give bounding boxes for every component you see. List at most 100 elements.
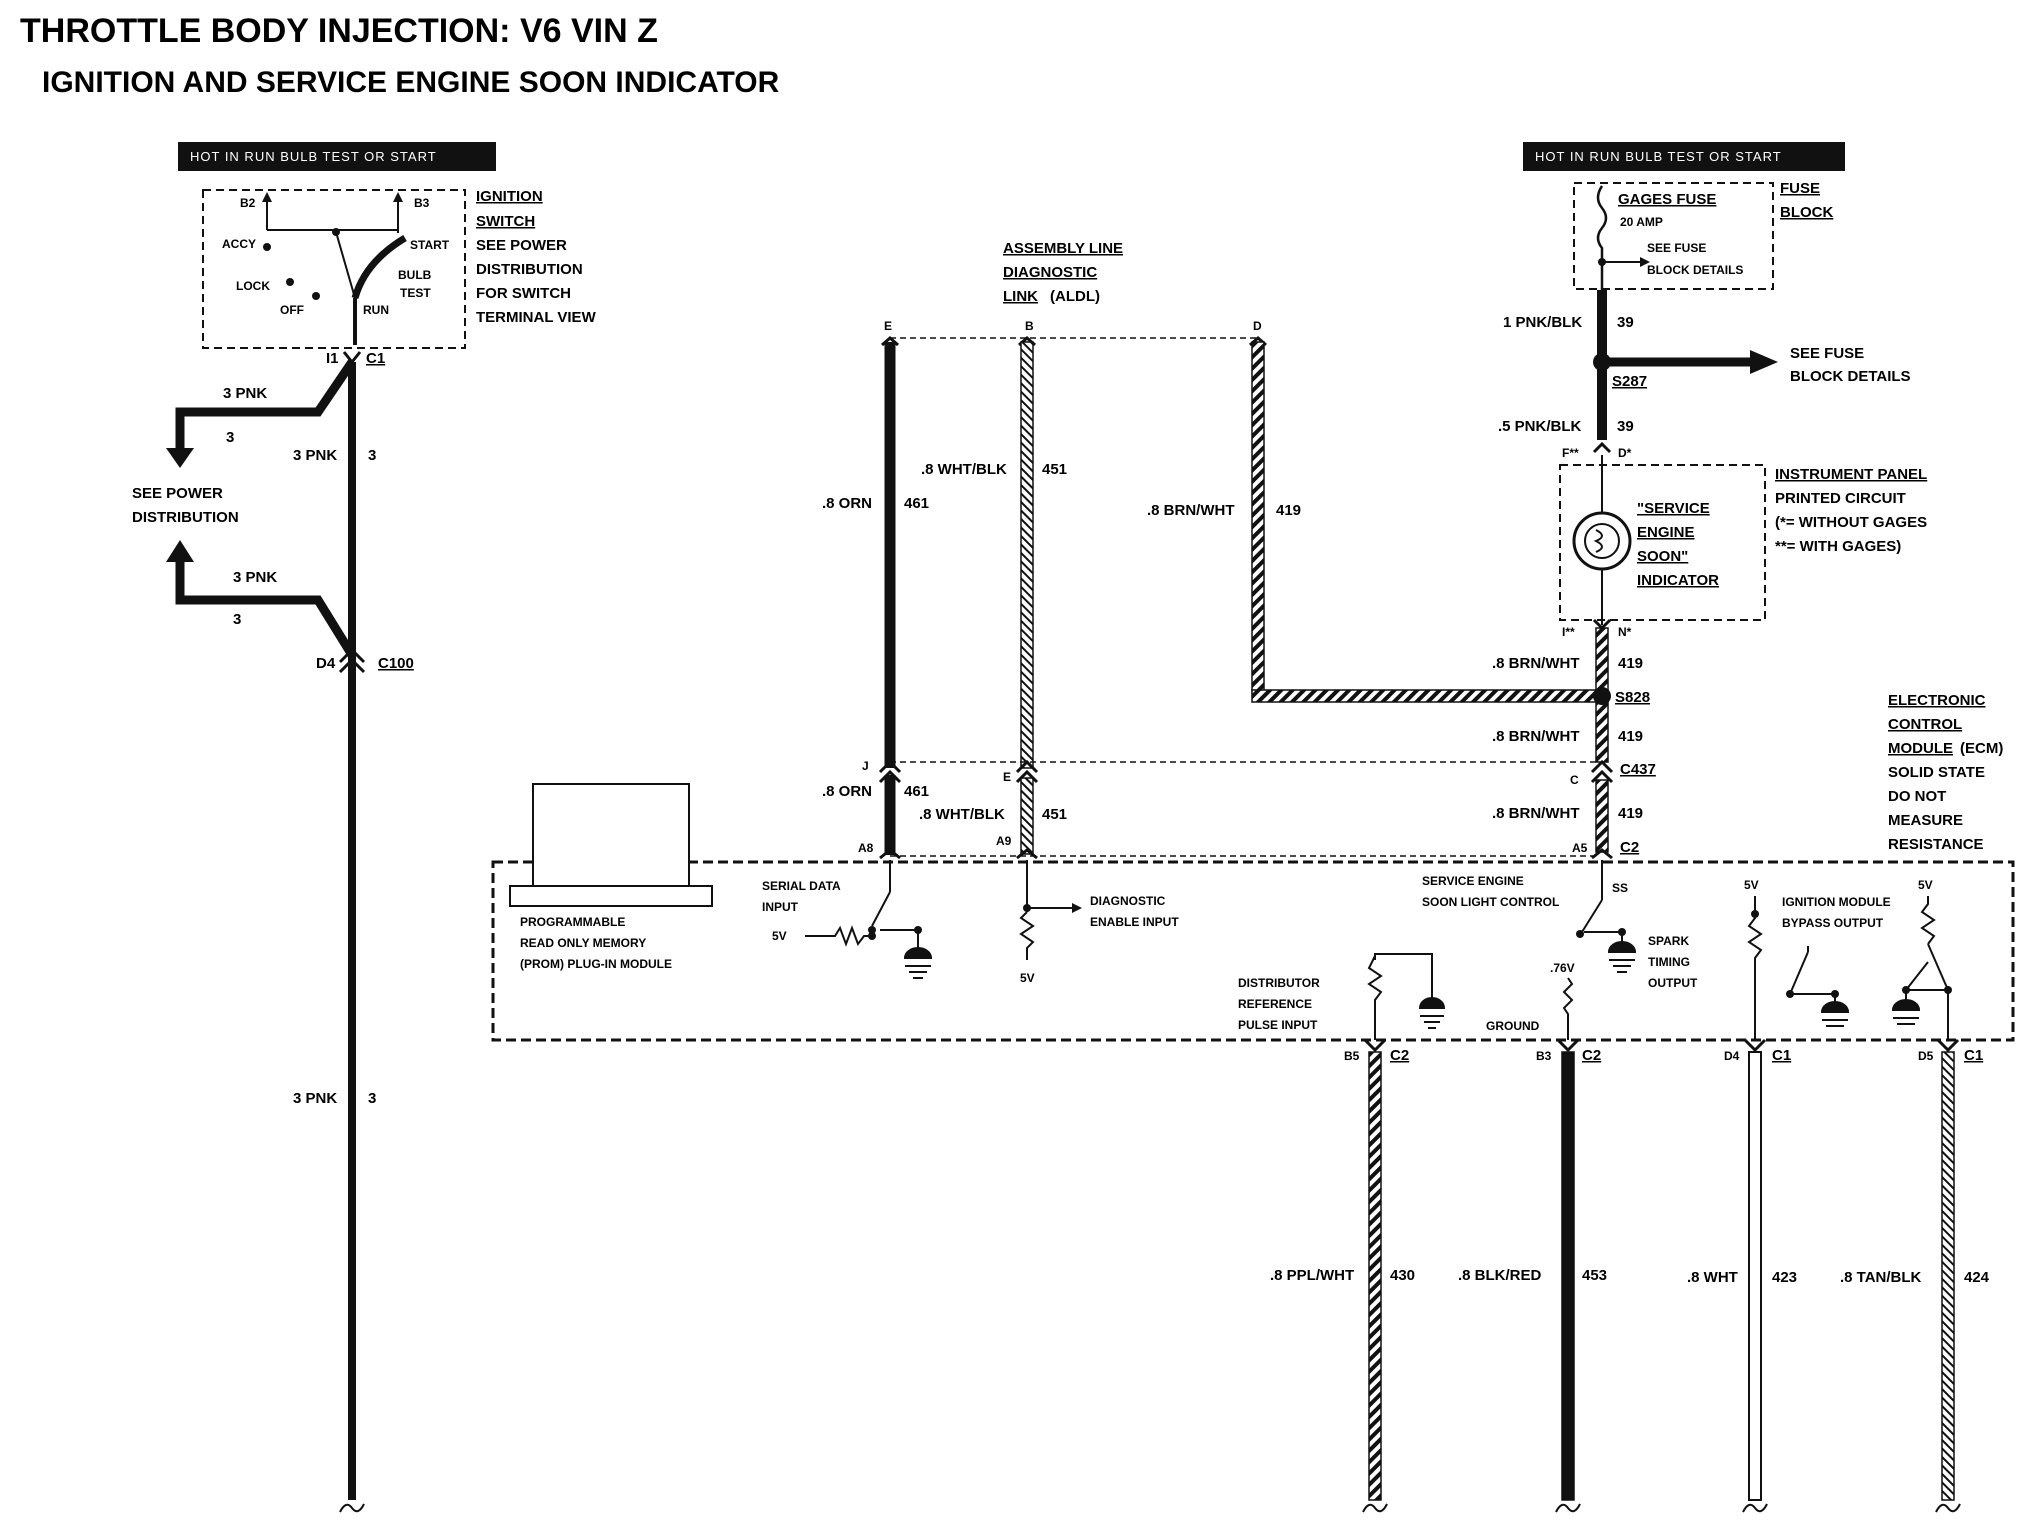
c-terminal: C: [1570, 773, 1579, 787]
f-terminal: F**: [1562, 446, 1579, 460]
n-terminal: N*: [1618, 625, 1632, 639]
spark-label-1: SPARK: [1648, 934, 1689, 948]
diagnostic-5v-label: 5V: [1020, 971, 1035, 985]
accy-label: ACCY: [222, 237, 256, 251]
ses-label-1: SERVICE ENGINE: [1422, 874, 1524, 888]
brnwht-num-r3: 419: [1618, 805, 1643, 822]
arrow-down-icon: [166, 448, 194, 468]
whtblk-num-bot: 451: [1042, 806, 1067, 823]
aldl-pin-d: D: [1253, 319, 1262, 333]
ground-circuit: [1562, 977, 1574, 1040]
spark-label-3: OUTPUT: [1648, 976, 1698, 990]
whtblk-num-top: 451: [1042, 461, 1067, 478]
pnk-label-bot: 3 PNK: [293, 1090, 337, 1107]
wire-end-icon: [339, 1503, 365, 1513]
gages-fuse-label: GAGES FUSE: [1618, 191, 1716, 208]
arrow-up-icon: [393, 192, 403, 202]
ground-icon: [1820, 1001, 1850, 1027]
orn-label-top: .8 ORN: [822, 495, 872, 512]
b2-label: B2: [240, 196, 256, 210]
indicator-label-4: INDICATOR: [1637, 572, 1719, 589]
arrow-right-icon: [1640, 257, 1650, 267]
wire-end-icon: [1742, 1503, 1768, 1513]
see-fuse-details-1: SEE FUSE: [1790, 345, 1864, 362]
brnwht-label-r1: .8 BRN/WHT: [1492, 655, 1580, 672]
ecm-box: [491, 860, 2015, 1042]
orn-461-wire: [878, 342, 902, 860]
ip-label-2: PRINTED CIRCUIT: [1775, 490, 1906, 507]
wire-end-icon: [1362, 1503, 1388, 1513]
start-label: START: [410, 238, 450, 252]
prom-label-1: PROGRAMMABLE: [520, 915, 625, 929]
aldl-pin-b: B: [1025, 319, 1034, 333]
serial-5v-label: 5V: [772, 929, 787, 943]
connector-c100-icon: [338, 647, 366, 674]
orn-num-bot: 461: [904, 783, 929, 800]
pnk-num-top: 3: [226, 429, 234, 446]
d4-terminal-bottom: D4: [1724, 1049, 1740, 1063]
c100-connector-label: C100: [378, 655, 414, 672]
serial-data-label-2: INPUT: [762, 900, 799, 914]
brnwht-label-mid: .8 BRN/WHT: [1147, 502, 1235, 519]
whtblk-label-top: .8 WHT/BLK: [921, 461, 1007, 478]
arrow-up-icon: [262, 192, 272, 202]
pnk-num-low: 3: [233, 611, 241, 628]
ecm-desc-1: SOLID STATE: [1888, 764, 1985, 781]
j-terminal: J: [862, 759, 869, 773]
connector-b3-icon: [1556, 1038, 1580, 1053]
service-engine-soon-indicator: [1559, 455, 1766, 631]
aldl-title-3b: (ALDL): [1050, 288, 1100, 305]
whtblk-label-bot: .8 WHT/BLK: [919, 806, 1005, 823]
blkred-num: 453: [1582, 1267, 1607, 1284]
a9-terminal: A9: [996, 834, 1012, 848]
pnkblk-num-1: 39: [1617, 314, 1634, 331]
splice-s828-icon: [1593, 687, 1611, 705]
ip-label-3: (*= WITHOUT GAGES: [1775, 514, 1927, 531]
arrow-right-icon: [1072, 903, 1082, 913]
see-power-dist-2: DISTRIBUTION: [132, 509, 239, 526]
bypass-label-1: IGNITION MODULE: [1782, 895, 1891, 909]
hot-bar-left-label: HOT IN RUN BULB TEST OR START: [190, 149, 437, 164]
c1a-label: C1: [1772, 1047, 1791, 1064]
c2a-label: C2: [1390, 1047, 1409, 1064]
ecm-desc-3: MEASURE: [1888, 812, 1963, 829]
connector-b5-icon: [1363, 1038, 1387, 1053]
pnk-num-mid: 3: [368, 447, 376, 464]
arrow-up-icon: [166, 540, 194, 562]
arrow-right-icon: [1750, 350, 1778, 374]
b5-terminal: B5: [1344, 1049, 1360, 1063]
indicator-label-1: "SERVICE: [1637, 500, 1710, 517]
connector-row-bottom: [1363, 1038, 1960, 1053]
tanblk-num: 424: [1964, 1269, 1990, 1286]
pplwht-label: .8 PPL/WHT: [1270, 1267, 1354, 1284]
d-terminal: D*: [1618, 446, 1632, 460]
indicator-label-3: SOON": [1637, 548, 1688, 565]
brnwht-label-r2: .8 BRN/WHT: [1492, 728, 1580, 745]
s828-label: S828: [1615, 689, 1650, 706]
connector-a8-icon: [879, 848, 901, 860]
ss-label: SS: [1612, 881, 1628, 895]
ignition-switch-title-2: SWITCH: [476, 213, 535, 230]
ignition-switch: B2 B3 ACCY START LOCK OFF RUN BULB TEST: [202, 189, 466, 349]
ip-label-1: INSTRUMENT PANEL: [1775, 466, 1927, 483]
hot-bar-left: HOT IN RUN BULB TEST OR START: [178, 142, 496, 171]
connector-e-icon: [1015, 759, 1039, 784]
v76-label: .76V: [1550, 961, 1575, 975]
brnwht-label-r3: .8 BRN/WHT: [1492, 805, 1580, 822]
ignition-desc-1: SEE POWER: [476, 237, 567, 254]
test-label: TEST: [400, 286, 431, 300]
ground-icon: [1891, 999, 1921, 1025]
pnk-wire-main: [166, 359, 366, 1513]
pnk-label-low: 3 PNK: [233, 569, 277, 586]
brnwht-num-r2: 419: [1618, 728, 1643, 745]
e-terminal: E: [1003, 770, 1011, 784]
bypass-5v-right: 5V: [1918, 878, 1933, 892]
i1-terminal-label: I1: [326, 350, 339, 367]
ecm-title-2: CONTROL: [1888, 716, 1962, 733]
a5-terminal: A5: [1572, 841, 1588, 855]
d5-terminal: D5: [1918, 1049, 1934, 1063]
pplwht-num: 430: [1390, 1267, 1415, 1284]
distributor-label-2: REFERENCE: [1238, 997, 1312, 1011]
blkred-label: .8 BLK/RED: [1458, 1267, 1542, 1284]
indicator-label-2: ENGINE: [1637, 524, 1695, 541]
